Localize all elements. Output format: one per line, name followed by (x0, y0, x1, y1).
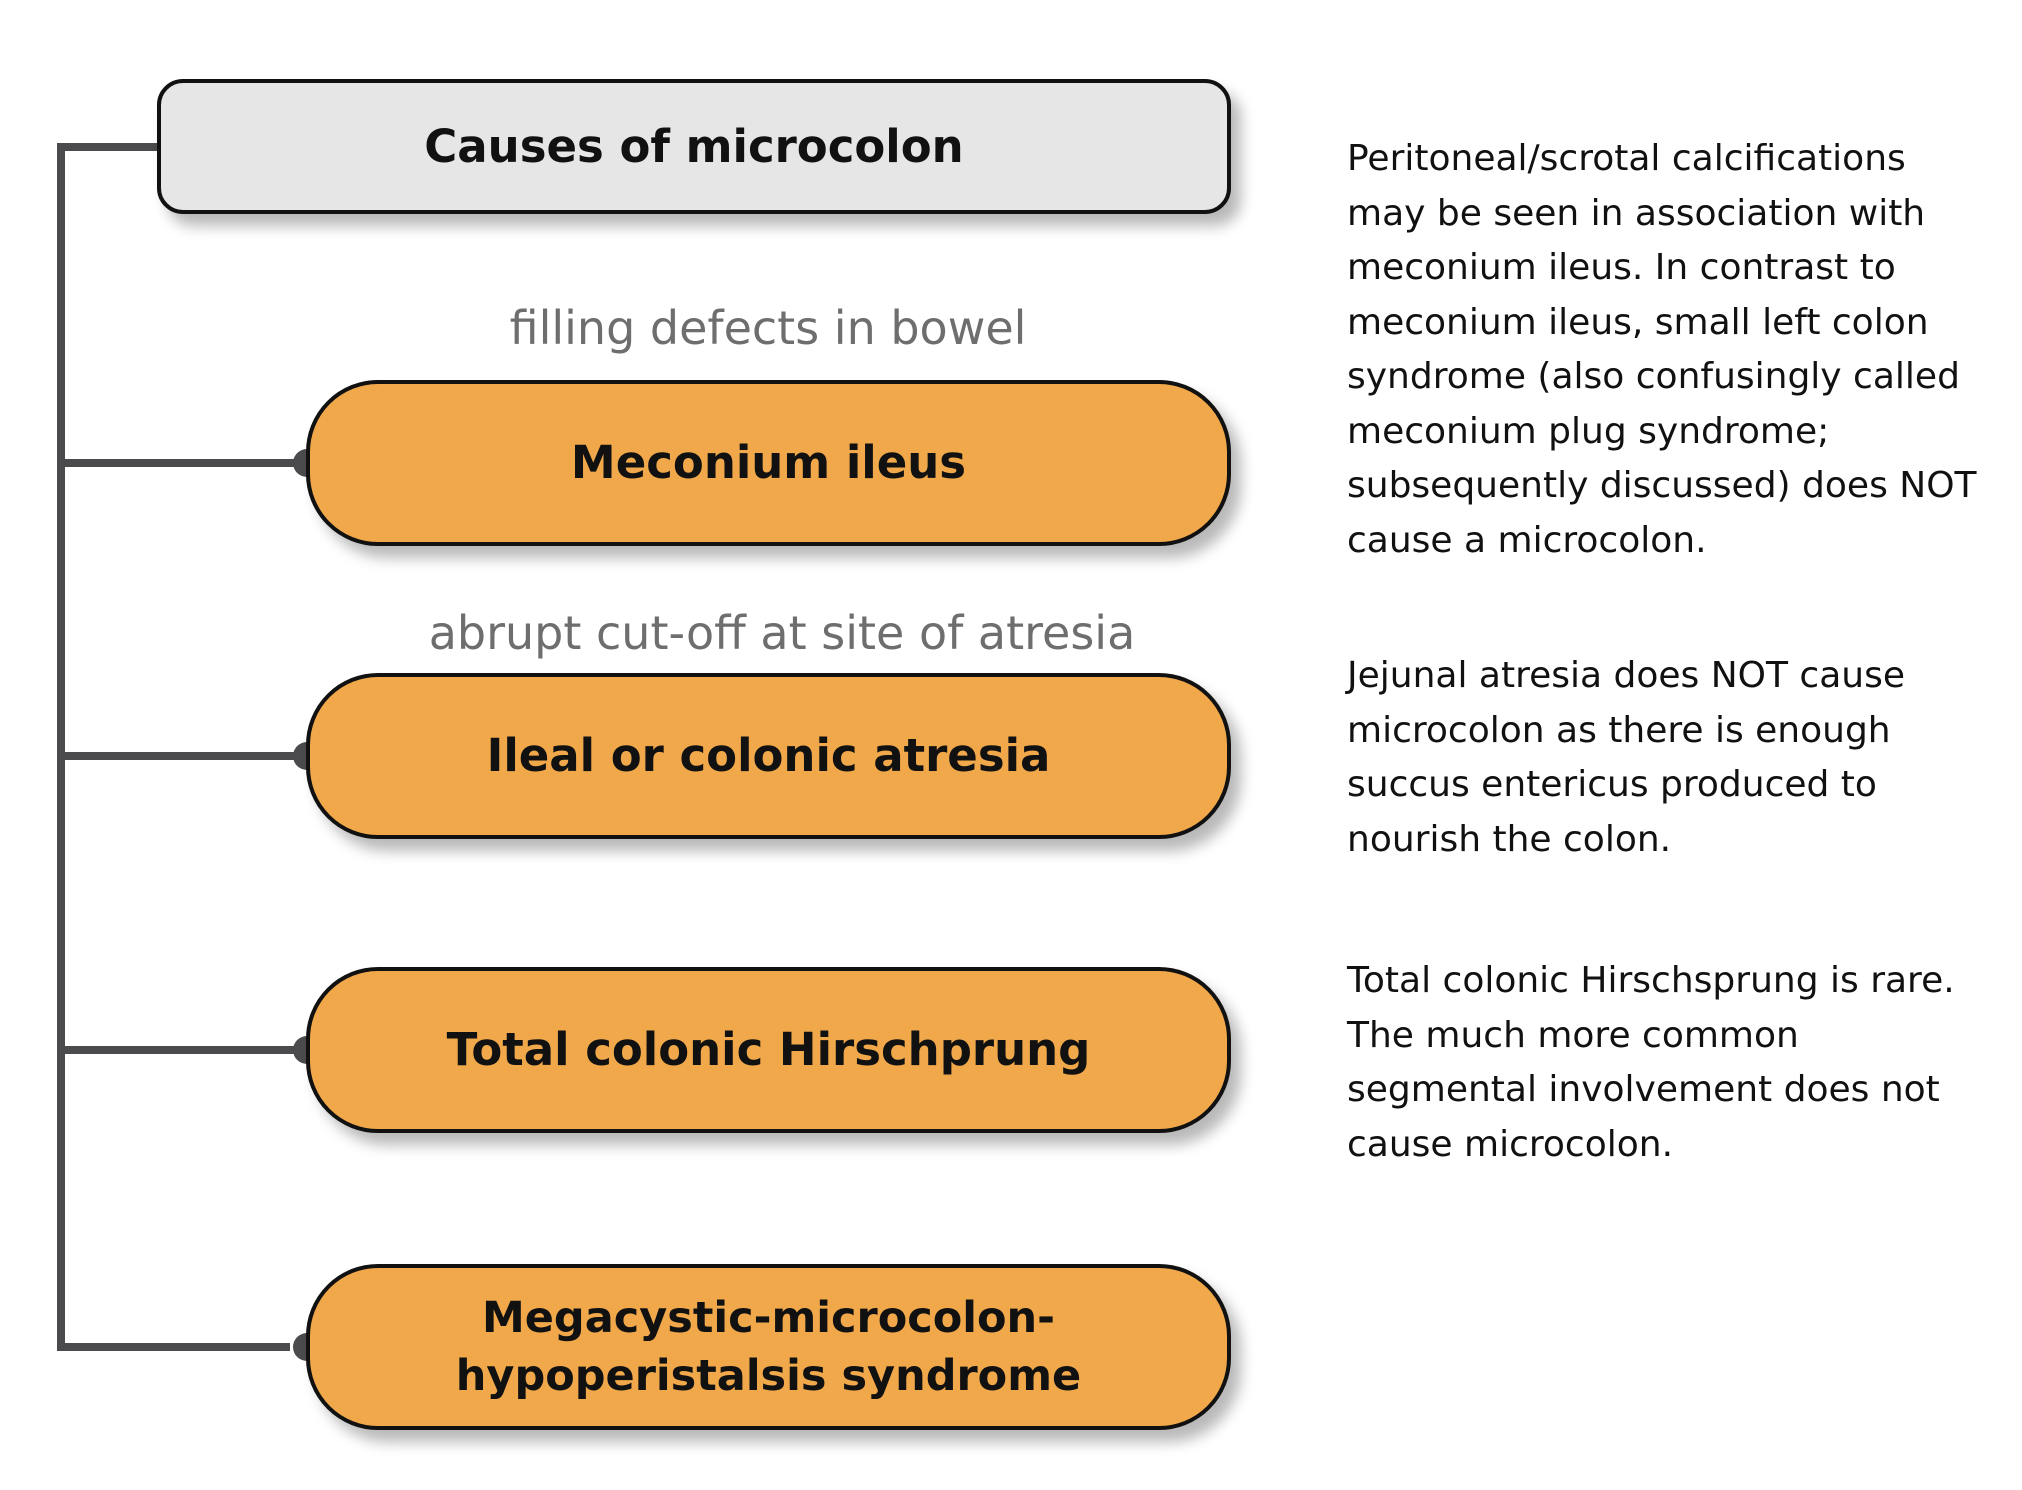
diagram-title-box: Causes of microcolon (157, 79, 1231, 214)
note-jejunal-atresia: Jejunal atresia does NOT cause microcolo… (1347, 655, 1905, 860)
trunk-line (57, 143, 290, 1351)
cause-label-4: Megacystic-microcolon-hypoperistalsis sy… (455, 1292, 1082, 1401)
cause-box-1: Meconium ileus (306, 380, 1231, 546)
finding-label-2: abrupt cut-off at site of atresia (428, 606, 1136, 660)
cause-label-3: Total colonic Hirschprung (446, 1022, 1091, 1076)
finding-label-1: filling defects in bowel (509, 301, 1027, 355)
diagram-title: Causes of microcolon (424, 120, 964, 173)
note-meconium-ileus: Peritoneal/scrotal calcifications may be… (1347, 138, 1977, 561)
note-hirschsprung: Total colonic Hirschsprung is rare. The … (1347, 960, 1955, 1165)
cause-box-4: Megacystic-microcolon-hypoperistalsis sy… (306, 1264, 1231, 1430)
cause-label-1: Meconium ileus (570, 435, 967, 489)
cause-box-3: Total colonic Hirschprung (306, 967, 1231, 1133)
cause-label-2: Ileal or colonic atresia (486, 728, 1051, 782)
cause-box-2: Ileal or colonic atresia (306, 673, 1231, 839)
